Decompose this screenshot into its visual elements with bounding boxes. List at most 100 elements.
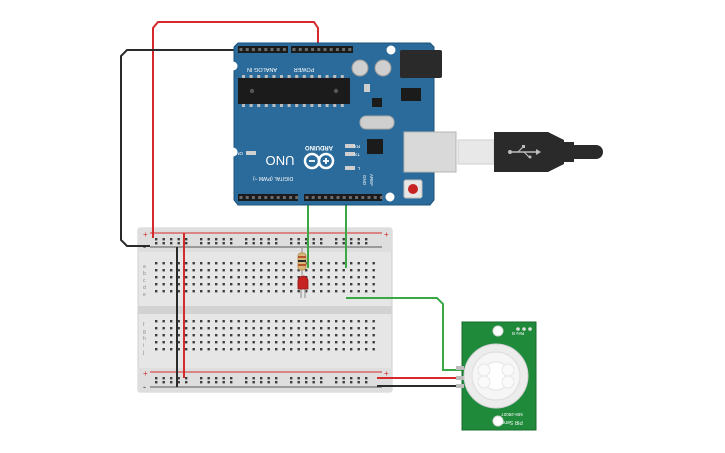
breadboard-hole[interactable]	[222, 334, 225, 337]
breadboard-hole[interactable]	[162, 341, 165, 344]
breadboard-hole[interactable]	[297, 269, 300, 272]
rail-hole[interactable]	[155, 377, 158, 380]
breadboard-hole[interactable]	[237, 269, 240, 272]
breadboard-hole[interactable]	[185, 348, 188, 351]
breadboard-hole[interactable]	[155, 269, 158, 272]
breadboard-hole[interactable]	[312, 283, 315, 286]
breadboard-hole[interactable]	[290, 334, 293, 337]
breadboard-hole[interactable]	[177, 290, 180, 293]
breadboard-hole[interactable]	[185, 262, 188, 265]
breadboard-hole[interactable]	[282, 290, 285, 293]
breadboard-hole[interactable]	[207, 320, 210, 323]
breadboard-hole[interactable]	[170, 341, 173, 344]
rail-hole[interactable]	[350, 242, 353, 245]
breadboard-hole[interactable]	[170, 290, 173, 293]
rail-hole[interactable]	[275, 242, 278, 245]
rail-hole[interactable]	[350, 381, 353, 384]
breadboard-hole[interactable]	[230, 262, 233, 265]
breadboard-hole[interactable]	[297, 341, 300, 344]
breadboard-hole[interactable]	[192, 276, 195, 279]
rail-hole[interactable]	[230, 238, 233, 241]
breadboard-hole[interactable]	[192, 348, 195, 351]
rail-hole[interactable]	[185, 238, 188, 241]
breadboard-hole[interactable]	[222, 320, 225, 323]
breadboard-hole[interactable]	[320, 276, 323, 279]
breadboard-hole[interactable]	[185, 334, 188, 337]
breadboard-hole[interactable]	[162, 276, 165, 279]
breadboard-hole[interactable]	[372, 320, 375, 323]
breadboard-hole[interactable]	[267, 341, 270, 344]
breadboard-hole[interactable]	[252, 334, 255, 337]
breadboard-hole[interactable]	[267, 283, 270, 286]
breadboard-hole[interactable]	[372, 283, 375, 286]
rail-hole[interactable]	[252, 377, 255, 380]
breadboard-hole[interactable]	[230, 269, 233, 272]
breadboard-hole[interactable]	[170, 320, 173, 323]
power-jack[interactable]	[400, 50, 442, 78]
breadboard-hole[interactable]	[252, 348, 255, 351]
rail-hole[interactable]	[320, 377, 323, 380]
breadboard-hole[interactable]	[350, 334, 353, 337]
breadboard-hole[interactable]	[237, 276, 240, 279]
rail-hole[interactable]	[215, 242, 218, 245]
breadboard-hole[interactable]	[372, 269, 375, 272]
resistor[interactable]	[297, 248, 307, 275]
breadboard-hole[interactable]	[305, 320, 308, 323]
breadboard-hole[interactable]	[177, 320, 180, 323]
rail-hole[interactable]	[260, 242, 263, 245]
breadboard-hole[interactable]	[185, 283, 188, 286]
breadboard-hole[interactable]	[245, 320, 248, 323]
breadboard-hole[interactable]	[327, 348, 330, 351]
breadboard-hole[interactable]	[155, 348, 158, 351]
breadboard-hole[interactable]	[192, 327, 195, 330]
breadboard-hole[interactable]	[207, 269, 210, 272]
breadboard-hole[interactable]	[335, 290, 338, 293]
rail-hole[interactable]	[162, 238, 165, 241]
breadboard-hole[interactable]	[350, 341, 353, 344]
breadboard-hole[interactable]	[207, 327, 210, 330]
breadboard-hole[interactable]	[222, 276, 225, 279]
breadboard-hole[interactable]	[162, 262, 165, 265]
rail-hole[interactable]	[252, 238, 255, 241]
breadboard-hole[interactable]	[260, 348, 263, 351]
breadboard-hole[interactable]	[335, 327, 338, 330]
breadboard-hole[interactable]	[275, 269, 278, 272]
breadboard-hole[interactable]	[372, 327, 375, 330]
breadboard-hole[interactable]	[237, 348, 240, 351]
breadboard-hole[interactable]	[327, 290, 330, 293]
breadboard-holes[interactable]	[155, 238, 375, 384]
breadboard-hole[interactable]	[297, 276, 300, 279]
rail-hole[interactable]	[267, 377, 270, 380]
breadboard-hole[interactable]	[207, 348, 210, 351]
breadboard-hole[interactable]	[207, 283, 210, 286]
breadboard-hole[interactable]	[275, 283, 278, 286]
breadboard-hole[interactable]	[192, 262, 195, 265]
rail-hole[interactable]	[207, 381, 210, 384]
rail-hole[interactable]	[275, 377, 278, 380]
rail-hole[interactable]	[185, 377, 188, 380]
breadboard-hole[interactable]	[200, 327, 203, 330]
breadboard-hole[interactable]	[312, 262, 315, 265]
rail-hole[interactable]	[365, 377, 368, 380]
breadboard-hole[interactable]	[327, 276, 330, 279]
rail-hole[interactable]	[305, 242, 308, 245]
breadboard-hole[interactable]	[230, 283, 233, 286]
rail-hole[interactable]	[260, 238, 263, 241]
breadboard-hole[interactable]	[267, 276, 270, 279]
breadboard-hole[interactable]	[252, 276, 255, 279]
breadboard-hole[interactable]	[320, 283, 323, 286]
breadboard-hole[interactable]	[155, 283, 158, 286]
breadboard-hole[interactable]	[290, 348, 293, 351]
rail-hole[interactable]	[245, 377, 248, 380]
breadboard-hole[interactable]	[245, 334, 248, 337]
rail-hole[interactable]	[155, 242, 158, 245]
breadboard-hole[interactable]	[185, 320, 188, 323]
breadboard-hole[interactable]	[245, 283, 248, 286]
breadboard-hole[interactable]	[252, 290, 255, 293]
breadboard-hole[interactable]	[327, 269, 330, 272]
breadboard-hole[interactable]	[252, 327, 255, 330]
breadboard-hole[interactable]	[357, 283, 360, 286]
rail-hole[interactable]	[260, 381, 263, 384]
breadboard-hole[interactable]	[260, 269, 263, 272]
rail-hole[interactable]	[365, 381, 368, 384]
